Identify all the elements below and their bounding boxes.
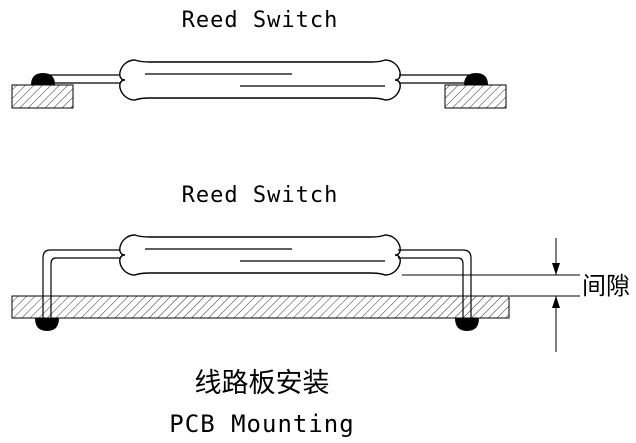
gap-label: 间隙 — [582, 272, 630, 300]
gap-dimension — [402, 238, 580, 352]
top-glass-capsule — [119, 59, 401, 101]
top-title: Reed Switch — [182, 8, 339, 33]
top-left-pad — [11, 84, 74, 109]
caption-english: PCB Mounting — [169, 410, 354, 438]
bottom-title: Reed Switch — [182, 183, 339, 208]
bottom-leads — [42, 249, 472, 320]
top-right-solder — [464, 73, 488, 85]
top-right-pad — [444, 84, 507, 109]
bottom-left-solder — [35, 318, 59, 331]
caption-chinese: 线路板安装 — [195, 368, 330, 399]
bottom-glass-capsule — [119, 234, 401, 276]
gap-arrow-up — [552, 296, 560, 308]
top-leads — [43, 74, 476, 84]
pcb-board — [11, 295, 510, 319]
top-left-solder — [31, 73, 55, 85]
gap-arrow-down — [552, 263, 560, 275]
bottom-right-solder — [455, 318, 479, 331]
